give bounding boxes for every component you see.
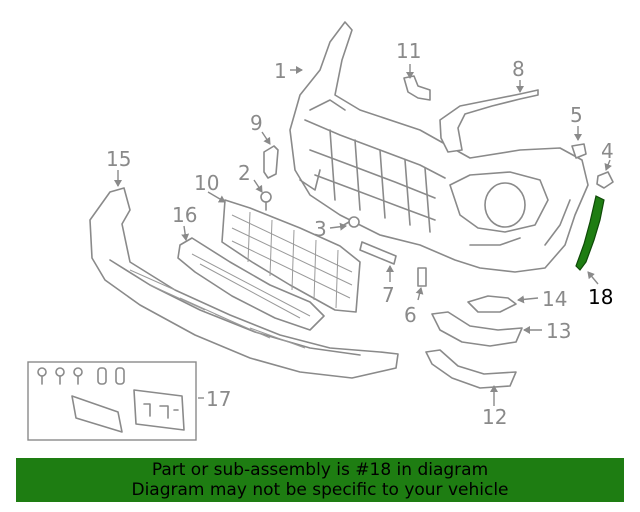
callout-5: 5 [570, 103, 583, 127]
part-8-trim-molding [439, 89, 539, 153]
callout-12: 12 [482, 405, 507, 429]
part-12-bezel [425, 349, 517, 389]
part-17-kit [27, 361, 197, 441]
part-10-grille [221, 199, 361, 313]
part-4-nut [596, 171, 614, 189]
callout-8: 8 [512, 57, 525, 81]
part-13-bezel [431, 311, 523, 347]
callout-18: 18 [588, 285, 613, 309]
callout-15: 15 [106, 147, 131, 171]
callout-2: 2 [238, 161, 251, 185]
part-15-lower-bumper [89, 187, 399, 379]
callout-1: 1 [274, 59, 287, 83]
part-18-side-reflector-highlighted [575, 195, 605, 271]
callout-13: 13 [546, 319, 571, 343]
part-5-push-clip [571, 143, 587, 159]
part-9-clip [263, 145, 279, 179]
part-7-reflector [359, 241, 397, 265]
callout-4: 4 [601, 139, 614, 163]
part-6-clip [417, 267, 427, 287]
part-16-lower-grille [177, 237, 325, 331]
callout-16: 16 [172, 203, 197, 227]
callout-9: 9 [250, 111, 263, 135]
callout-11: 11 [396, 39, 421, 63]
banner-line-1: Part or sub-assembly is #18 in diagram [151, 460, 489, 480]
callout-17: 17 [206, 387, 231, 411]
callout-labels: 1 2 3 4 5 6 7 8 9 10 11 12 13 14 15 16 1… [106, 39, 614, 429]
part-2-bolt [260, 191, 272, 211]
part-1-bumper-fascia [289, 21, 589, 273]
callout-6: 6 [404, 303, 417, 327]
info-banner: Part or sub-assembly is #18 in diagram D… [16, 458, 624, 502]
callout-7: 7 [382, 283, 395, 307]
callout-10: 10 [194, 171, 219, 195]
callout-14: 14 [542, 287, 567, 311]
part-11-bracket [403, 75, 431, 101]
banner-line-2: Diagram may not be specific to your vehi… [131, 480, 509, 500]
leader-lines [114, 64, 612, 406]
part-14-emblem [467, 295, 517, 313]
callout-3: 3 [314, 217, 327, 241]
